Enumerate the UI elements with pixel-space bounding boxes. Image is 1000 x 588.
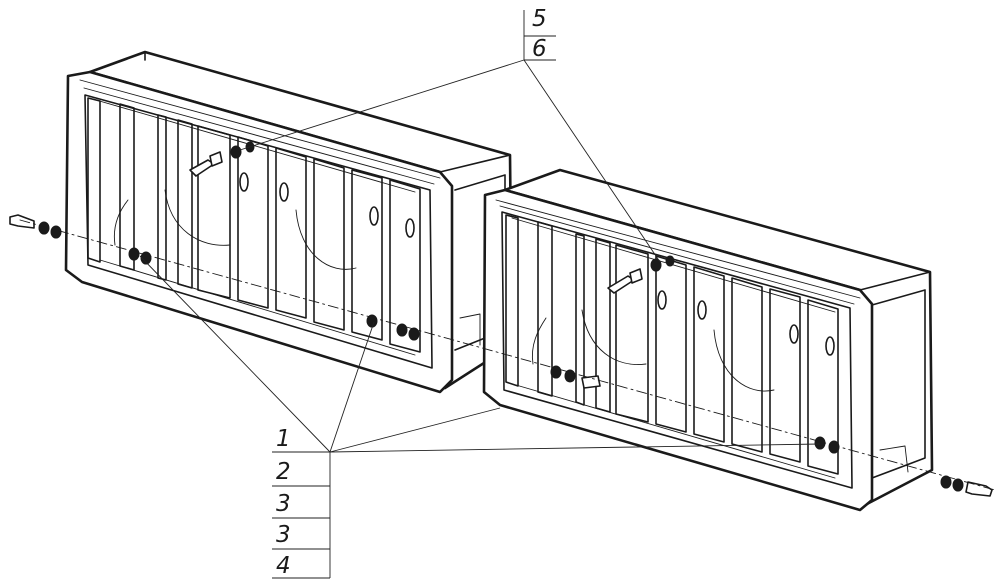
fasteners xyxy=(9,141,996,497)
bolt-left xyxy=(9,214,62,239)
bolt-right xyxy=(940,475,993,497)
callout-label-3b: 3 xyxy=(276,522,291,548)
callout-label-2: 2 xyxy=(276,459,291,485)
left-grille-bars xyxy=(87,97,421,353)
callout-label-4: 4 xyxy=(276,553,291,579)
callout-label-5: 5 xyxy=(532,6,547,32)
bolt-top-right xyxy=(607,255,675,294)
right-grille-bars xyxy=(505,214,839,475)
left-grille-assembly xyxy=(64,50,514,394)
callout-label-1: 1 xyxy=(276,426,291,452)
leader-lines xyxy=(139,10,821,579)
callout-label-6: 6 xyxy=(532,36,547,62)
callout-label-3a: 3 xyxy=(276,491,291,517)
right-grille-assembly xyxy=(482,168,934,512)
